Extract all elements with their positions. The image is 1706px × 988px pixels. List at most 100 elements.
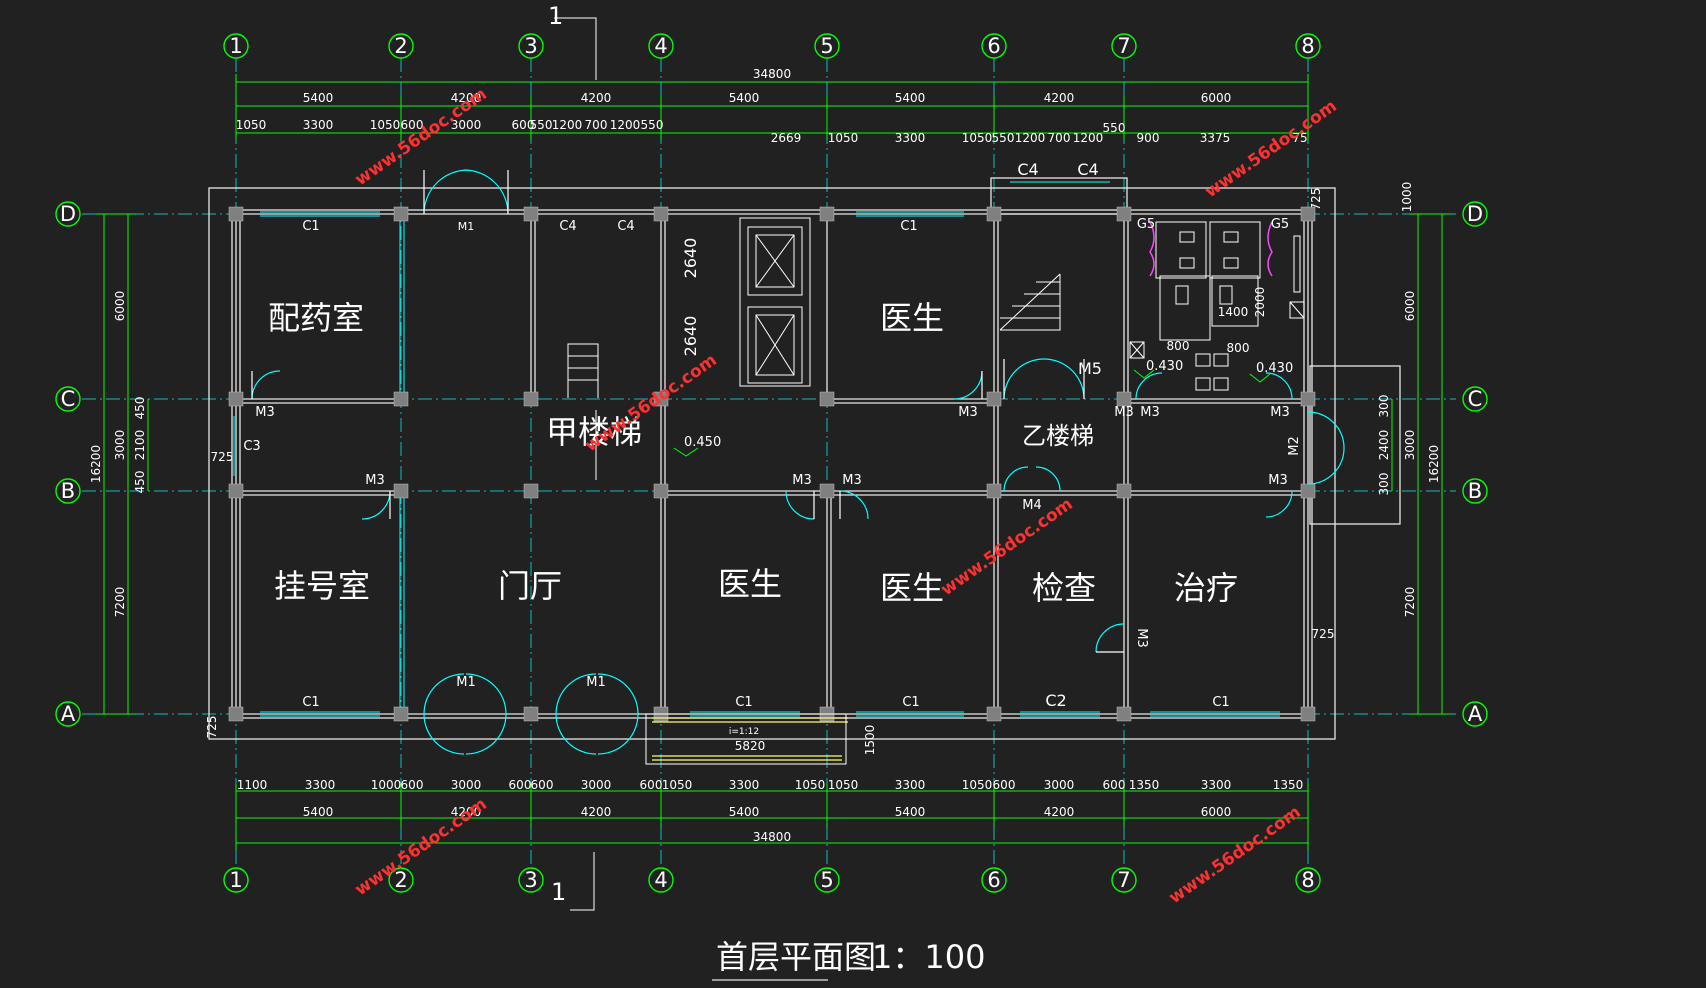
misc-dim: 2640 bbox=[681, 316, 700, 357]
misc-dim: 725 bbox=[1309, 188, 1323, 211]
bay-dim-top: 4200 bbox=[1044, 91, 1075, 105]
grid-label-top: 3 bbox=[524, 34, 537, 58]
window-tag: C2 bbox=[1045, 691, 1066, 710]
bay-dim-left: 7200 bbox=[113, 587, 127, 618]
detail-dim-top: 550 bbox=[530, 118, 553, 132]
window-tag: G5 bbox=[1271, 217, 1289, 232]
window-tag: C1 bbox=[302, 695, 319, 710]
overall-depth-right: 16200 bbox=[1427, 445, 1441, 483]
detail-dim-top: 600 bbox=[512, 118, 535, 132]
grid-bubble-right bbox=[1462, 478, 1488, 504]
detail-dim-top: 1050 bbox=[236, 118, 267, 132]
detail-dim-bottom: 600 bbox=[509, 778, 532, 792]
detail-dim-top: 1050 bbox=[962, 131, 993, 145]
bay-dim-bottom: 4200 bbox=[1044, 805, 1075, 819]
structural-column bbox=[819, 483, 835, 499]
grid-label-bottom: 3 bbox=[524, 868, 537, 892]
misc-dim: 1500 bbox=[863, 725, 877, 756]
detail-dim-top: 75 bbox=[1292, 131, 1307, 145]
bay-dim-left: 6000 bbox=[113, 291, 127, 322]
grid-bubble-top bbox=[1295, 33, 1321, 59]
structural-column bbox=[393, 206, 409, 222]
structural-column bbox=[228, 483, 244, 499]
detail-dim-top: 1200 bbox=[610, 118, 641, 132]
structural-column bbox=[819, 206, 835, 222]
detail-dim-bottom: 1000 bbox=[371, 778, 402, 792]
structural-column bbox=[1300, 391, 1316, 407]
structural-column bbox=[1300, 706, 1316, 722]
bay-dim-top: 5400 bbox=[729, 91, 760, 105]
elevator-shafts bbox=[739, 217, 811, 387]
detail-dim-bottom: 3300 bbox=[729, 778, 760, 792]
structural-column bbox=[1116, 206, 1132, 222]
detail-dim-top: 1050 bbox=[370, 118, 401, 132]
structural-column bbox=[653, 483, 669, 499]
room-label-stair-a: 甲楼梯 bbox=[546, 413, 642, 451]
grid-label-top: 4 bbox=[654, 34, 667, 58]
room-label-treatment: 治疗 bbox=[1174, 569, 1238, 607]
grid-bubble-right bbox=[1462, 386, 1488, 412]
room-labels: 配药室 甲楼梯 医生 乙楼梯 挂号室 门厅 医生 医生 检查 治疗 bbox=[268, 299, 1238, 607]
structural-column bbox=[523, 391, 539, 407]
section-marks: 1 1 bbox=[548, 2, 597, 911]
grid-label-bottom: 1 bbox=[229, 868, 242, 892]
window-tag: G5 bbox=[1137, 217, 1155, 232]
overall-width-top: 34800 bbox=[753, 67, 791, 81]
bay-dim-right: 3000 bbox=[1403, 430, 1417, 461]
detail-dim-right: 2400 bbox=[1377, 430, 1391, 461]
grid-bubble-top bbox=[518, 33, 544, 59]
grid-bubbles: 1 2 3 4 5 6 7 8 1 2 3 4 5 6 7 8 D C bbox=[55, 33, 1488, 893]
windows bbox=[233, 181, 1280, 717]
grid-bubble-bottom bbox=[223, 867, 249, 893]
detail-dim-bottom: 600 bbox=[531, 778, 554, 792]
grid-bubble-left bbox=[55, 478, 81, 504]
bay-dim-bottom: 4200 bbox=[451, 805, 482, 819]
watermark-text: www.56doc.com bbox=[351, 794, 490, 900]
detail-dim-top: 3375 bbox=[1200, 131, 1231, 145]
structural-column bbox=[393, 706, 409, 722]
door-tag: M3 bbox=[792, 473, 812, 488]
detail-dim-bottom: 3000 bbox=[1044, 778, 1075, 792]
door-tag: M3 bbox=[1114, 405, 1134, 420]
detail-dim-left: 450 bbox=[133, 397, 147, 420]
grid-label-top: 1 bbox=[229, 34, 242, 58]
grid-bubble-bottom bbox=[814, 867, 840, 893]
window-tag: C1 bbox=[1212, 695, 1229, 710]
bay-dim-top: 4200 bbox=[451, 91, 482, 105]
detail-dim-bottom: 1100 bbox=[237, 778, 268, 792]
structural-column bbox=[523, 706, 539, 722]
window-tag: C4 bbox=[559, 219, 576, 234]
structural-column bbox=[986, 483, 1002, 499]
detail-dim-top: 900 bbox=[1137, 131, 1160, 145]
detail-dim-bottom: 3300 bbox=[305, 778, 336, 792]
detail-dim-bottom: 3000 bbox=[581, 778, 612, 792]
window-tag: C1 bbox=[902, 695, 919, 710]
bay-dim-top: 5400 bbox=[895, 91, 926, 105]
bay-dim-top: 5400 bbox=[303, 91, 334, 105]
grid-label-bottom: 5 bbox=[820, 868, 833, 892]
walls bbox=[208, 177, 1401, 740]
structural-column bbox=[228, 706, 244, 722]
room-label-stair-b: 乙楼梯 bbox=[1022, 422, 1094, 450]
door-tag: M3 bbox=[255, 405, 275, 420]
misc-dim: 725 bbox=[211, 450, 234, 464]
misc-dim: 1000 bbox=[1400, 182, 1414, 213]
bay-dim-bottom: 6000 bbox=[1201, 805, 1232, 819]
misc-dim: 725 bbox=[1312, 627, 1335, 641]
structural-column bbox=[393, 391, 409, 407]
structural-column bbox=[1116, 706, 1132, 722]
door-tag: M3 bbox=[958, 405, 978, 420]
bay-dim-bottom: 5400 bbox=[895, 805, 926, 819]
grid-bubble-right bbox=[1462, 701, 1488, 727]
detail-dim-bottom: 1050 bbox=[795, 778, 826, 792]
door-tag: M3 bbox=[1140, 405, 1160, 420]
grid-label-bottom: 7 bbox=[1117, 868, 1130, 892]
bay-dim-right: 7200 bbox=[1403, 587, 1417, 618]
structural-column bbox=[819, 391, 835, 407]
grid-bubble-left bbox=[55, 386, 81, 412]
detail-dim-bottom: 3300 bbox=[1201, 778, 1232, 792]
structural-column bbox=[228, 206, 244, 222]
grid-label-bottom: 2 bbox=[394, 868, 407, 892]
grid-label-top: 7 bbox=[1117, 34, 1130, 58]
window-tag: C4 bbox=[617, 219, 634, 234]
